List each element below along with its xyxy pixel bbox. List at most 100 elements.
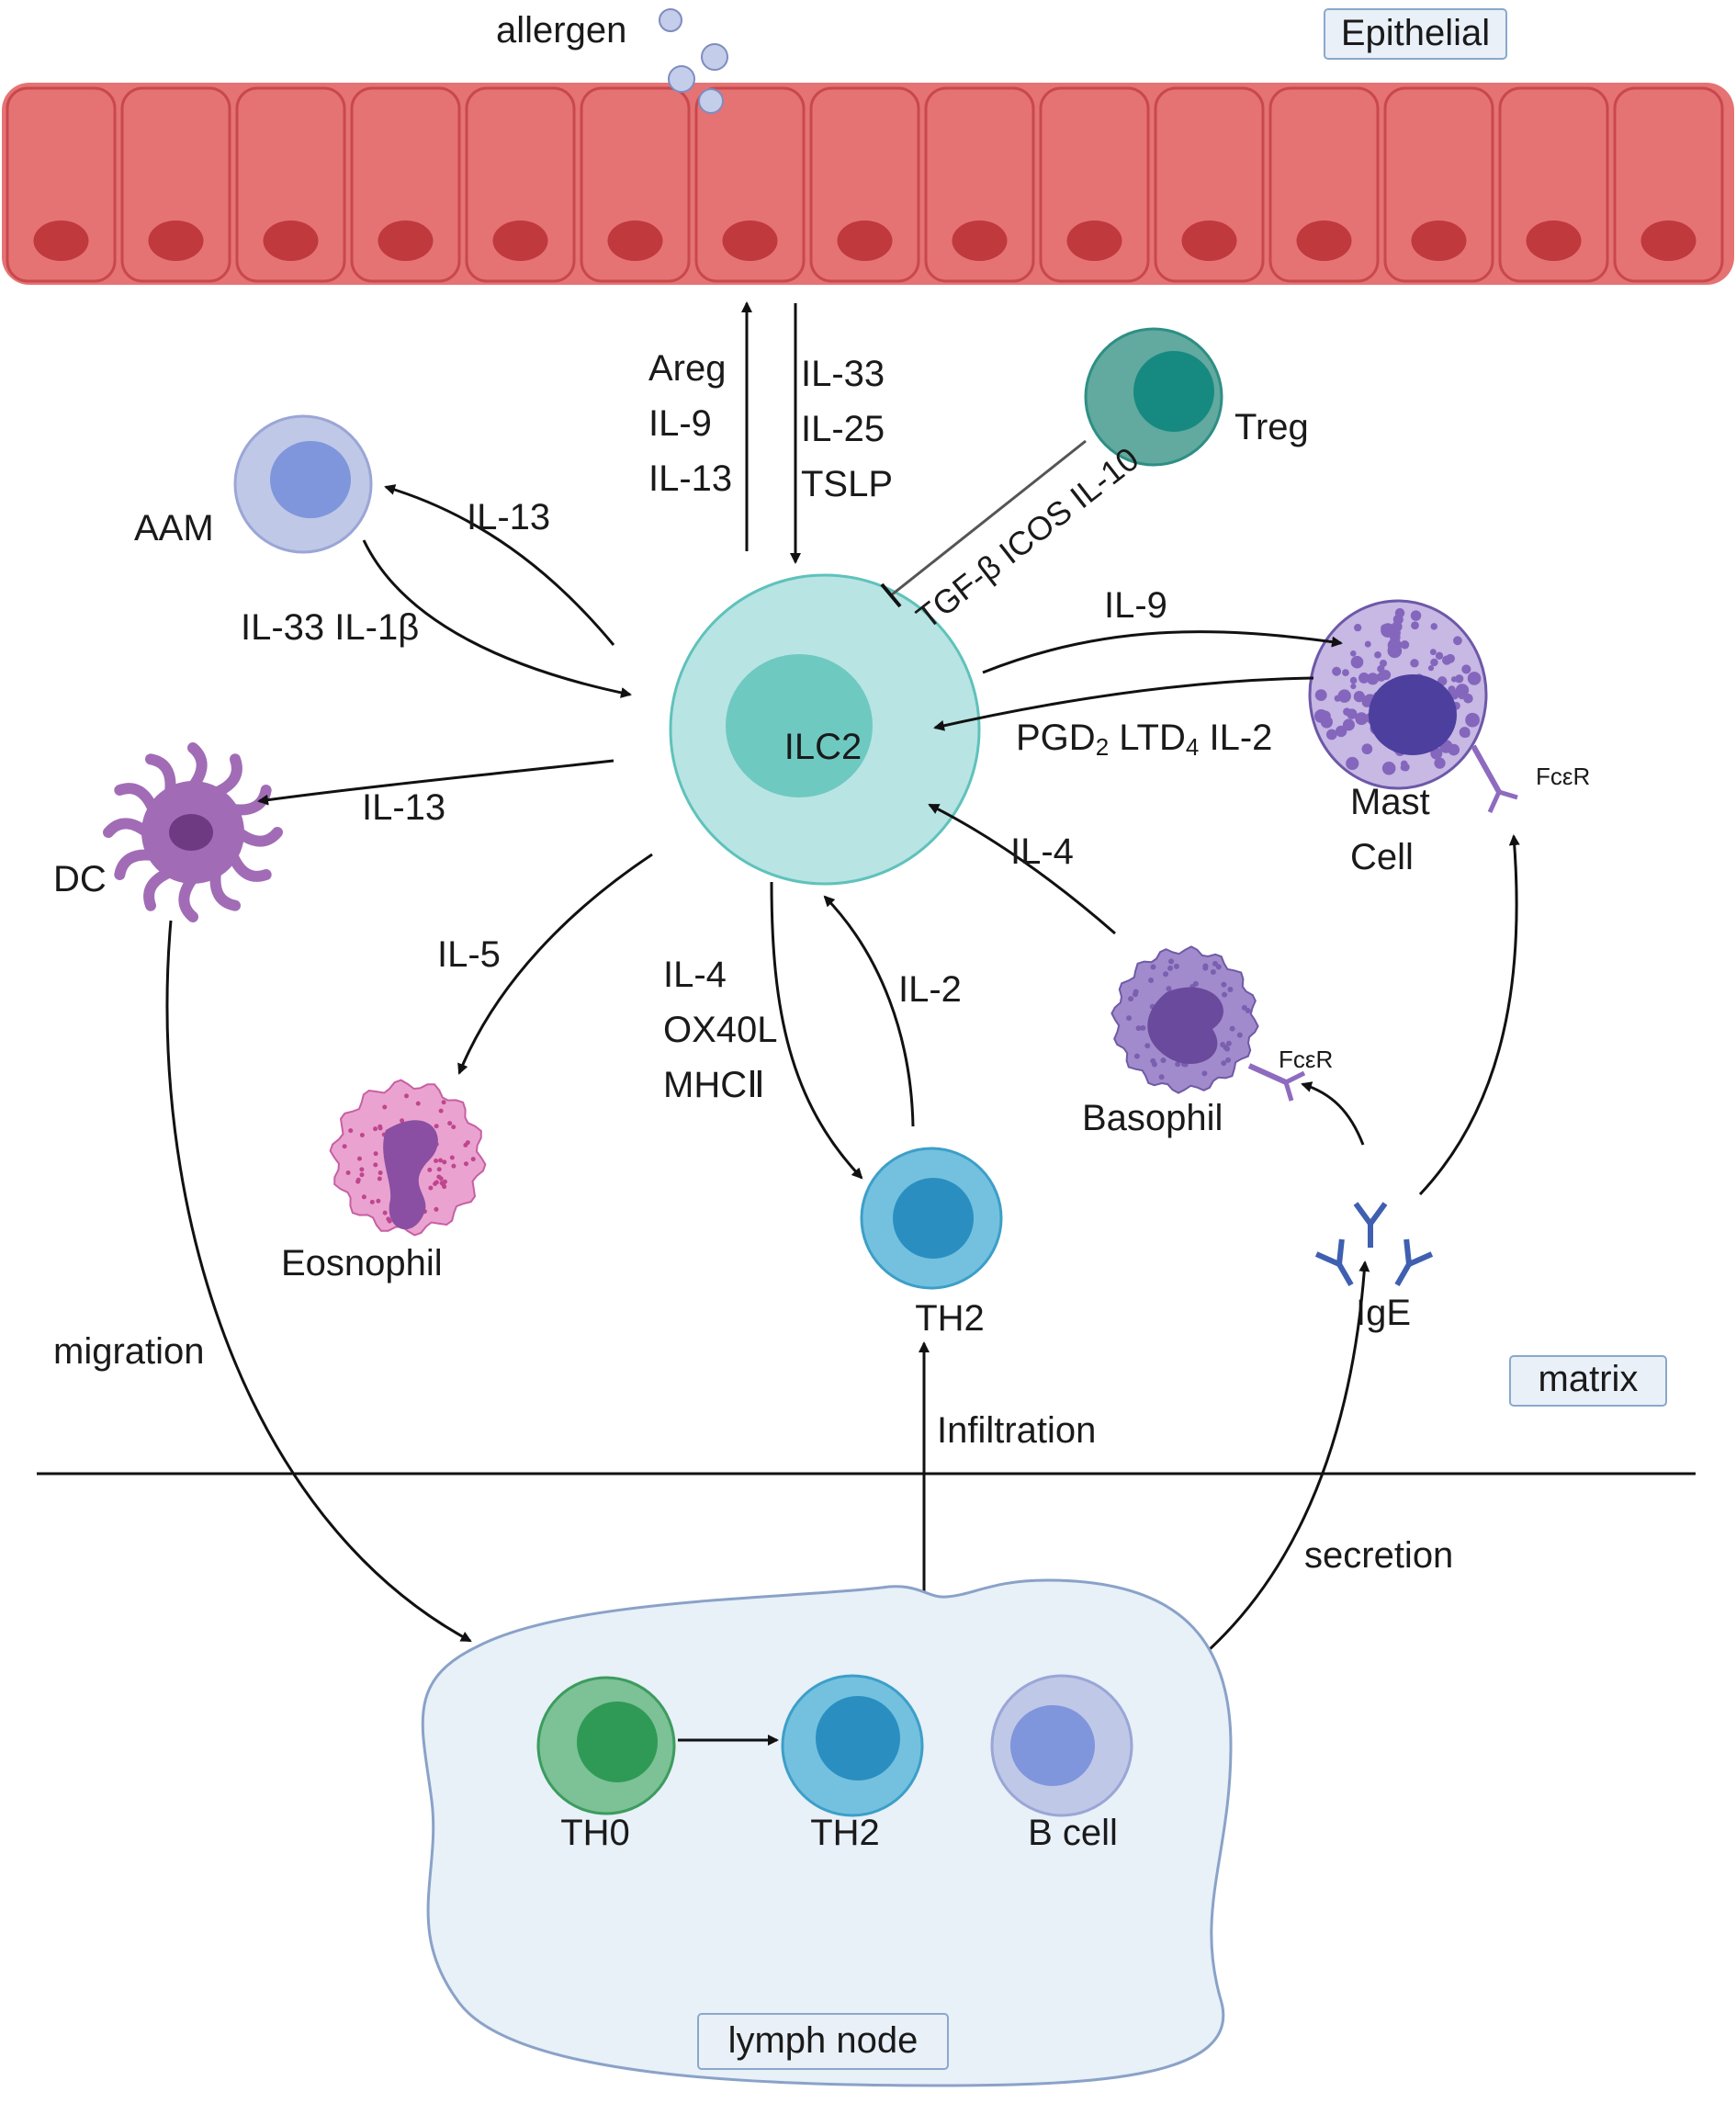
dc-il13-label: IL-13 [362, 787, 445, 828]
th2-label: TH2 [915, 1298, 985, 1339]
eosinophil-granule [451, 1125, 457, 1130]
arrow-from-basophil [928, 803, 1116, 935]
eosinophil-granule [451, 1163, 457, 1169]
eosinophil-cell [329, 1079, 487, 1237]
mast-granule [1401, 763, 1410, 772]
eosinophil-granule [441, 1100, 446, 1105]
eosinophil-nucleus [383, 1120, 438, 1230]
eosinophil-granule [373, 1126, 378, 1132]
dc-dendrite [187, 742, 208, 792]
mast-granule [1361, 697, 1372, 707]
basophil-granule [1229, 1025, 1235, 1032]
basophil-cell [1110, 945, 1306, 1102]
il13-epi-label: IL-13 [648, 458, 732, 499]
basophil-label: Basophil [1082, 1098, 1223, 1138]
eosinophil-granule [373, 1162, 378, 1168]
b-cell [990, 1674, 1133, 1817]
treg-inhibit-bar [880, 582, 902, 608]
th2-il4-label: IL-4 [663, 955, 727, 995]
epithelial-nucleus [722, 220, 778, 261]
eosinophil-granule [373, 1151, 378, 1157]
mast-granule [1463, 694, 1473, 704]
treg-inhibit-line [890, 439, 1087, 597]
matrix-label: matrix [1539, 1359, 1639, 1399]
mast-granule [1377, 664, 1385, 673]
mast-granule [1394, 607, 1405, 618]
mast-granule [1314, 689, 1327, 702]
eosinophil-granule [442, 1179, 447, 1184]
epithelial-nucleus [952, 220, 1008, 261]
eosinophil-granule [345, 1170, 351, 1175]
mast-granule [1387, 638, 1403, 653]
arrow-from-mast [933, 676, 1314, 731]
epithelial-cell [924, 86, 1035, 283]
ige-antibody [1353, 1202, 1388, 1248]
arrow-from-th2 [823, 895, 915, 1127]
basophil-granule [1212, 960, 1218, 967]
th2-lymph-label: TH2 [810, 1813, 880, 1853]
mast-granule [1429, 649, 1437, 656]
basophil-nucleus [1147, 987, 1223, 1065]
eosinophil-granule [438, 1158, 444, 1163]
dc-dendrite [114, 783, 159, 815]
arrow-to-aam [384, 484, 615, 646]
mast-granule [1467, 672, 1482, 685]
eosinophil-granule [355, 1179, 361, 1184]
basophil-granule [1221, 981, 1227, 988]
basophil-granule [1210, 968, 1216, 975]
arrow-ige-to-basophil [1301, 1081, 1365, 1146]
epithelial-cell [6, 86, 117, 283]
mast-granule [1411, 621, 1419, 630]
eosinophil-label: Eosnophil [281, 1243, 443, 1283]
fcer-basophil-receptor [1247, 1063, 1306, 1102]
mast-granule [1350, 650, 1357, 657]
allergen-particles [659, 8, 728, 114]
infiltration-label: Infiltration [937, 1410, 1096, 1451]
fcer-basophil-label: FcεR [1279, 1046, 1333, 1073]
mast-granule [1453, 636, 1462, 646]
ige-label: IgE [1356, 1293, 1411, 1333]
arrow-to-mast [982, 630, 1343, 674]
mast-granule [1400, 640, 1410, 650]
mast-granule [1355, 712, 1369, 726]
eosinophil-granule [438, 1176, 444, 1182]
basophil-granule [1236, 1032, 1243, 1038]
aam-label: AAM [134, 508, 214, 548]
eosinophil-granule [377, 1176, 382, 1182]
eosinophil-granule [378, 1170, 383, 1176]
mast-granule [1374, 650, 1381, 659]
mast-granule [1325, 729, 1337, 741]
mast-granule [1410, 610, 1422, 621]
epithelial-cell [1498, 86, 1609, 283]
basophil-granule [1144, 1043, 1151, 1049]
epithelial-nucleus [837, 220, 893, 261]
epithelium [2, 83, 1734, 285]
dc-cell [103, 742, 283, 922]
basophil-granule [1225, 1040, 1232, 1046]
dc-dendrite [233, 827, 283, 847]
treg-cell [1084, 327, 1223, 467]
eosinophil-granule [442, 1159, 447, 1165]
mast-granule [1342, 669, 1349, 676]
mast-granule [1455, 674, 1464, 684]
eosinophil-granule [434, 1159, 439, 1164]
mast-granule [1446, 653, 1455, 663]
aam-il33-label: IL-33 IL-1β [241, 607, 419, 648]
th2-il2-label: IL-2 [898, 969, 962, 1010]
matrix-label-box: matrix [1509, 1355, 1667, 1407]
basophil-granule [1173, 963, 1179, 969]
eosinophil-granule [382, 1210, 388, 1215]
dc-label: DC [53, 859, 107, 899]
th2-ox40l-label: OX40L [663, 1010, 778, 1050]
epithelial-nucleus [1526, 220, 1582, 261]
basophil-granule [1150, 1057, 1156, 1064]
epithelial-cell [350, 86, 461, 283]
epithelial-nucleus [1411, 220, 1467, 261]
th2-lymph-cell [781, 1674, 924, 1817]
mast-granule [1342, 718, 1355, 731]
arrow-ige-to-mast [1418, 834, 1520, 1196]
dc-dendrite [103, 818, 152, 838]
ilc2-nucleus [726, 654, 873, 797]
mast-granule [1430, 623, 1437, 630]
